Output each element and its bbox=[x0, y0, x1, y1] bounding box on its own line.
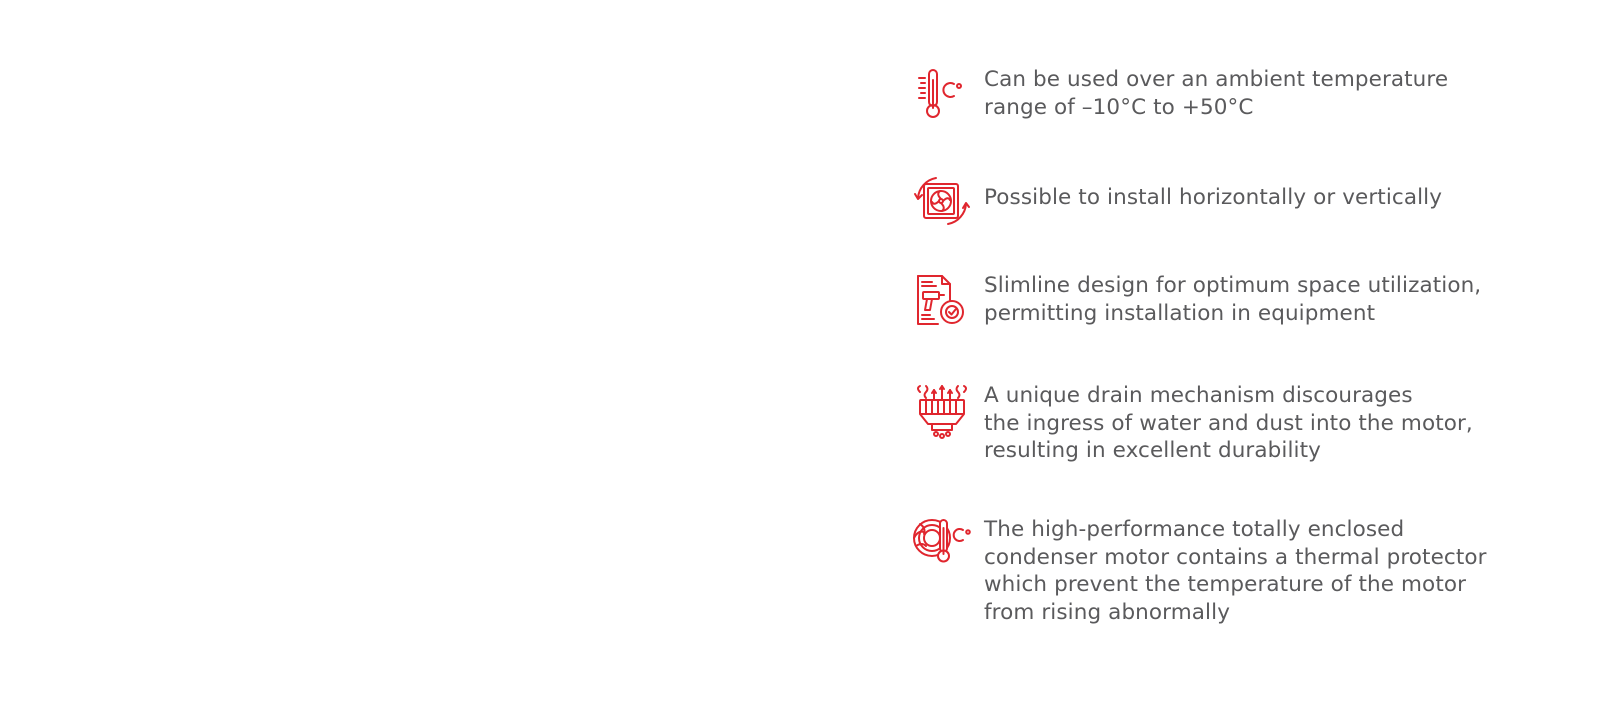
feature-text: A unique drain mechanism discourages the… bbox=[984, 383, 1473, 463]
feature-list: Can be used over an ambient temperature … bbox=[910, 0, 1570, 708]
motor-thermal-protector-icon bbox=[910, 516, 974, 576]
rotating-fan-icon bbox=[910, 172, 974, 232]
drain-mechanism-icon bbox=[910, 382, 974, 442]
feature-text: Slimline design for optimum space utiliz… bbox=[984, 273, 1482, 326]
drill-document-check-icon bbox=[910, 272, 974, 332]
feature-text: Can be used over an ambient temperature … bbox=[984, 67, 1449, 120]
thermometer-celsius-icon bbox=[910, 66, 974, 126]
feature-text: Possible to install horizontally or vert… bbox=[984, 185, 1443, 210]
feature-text: The high-performance totally enclosed co… bbox=[984, 517, 1487, 625]
